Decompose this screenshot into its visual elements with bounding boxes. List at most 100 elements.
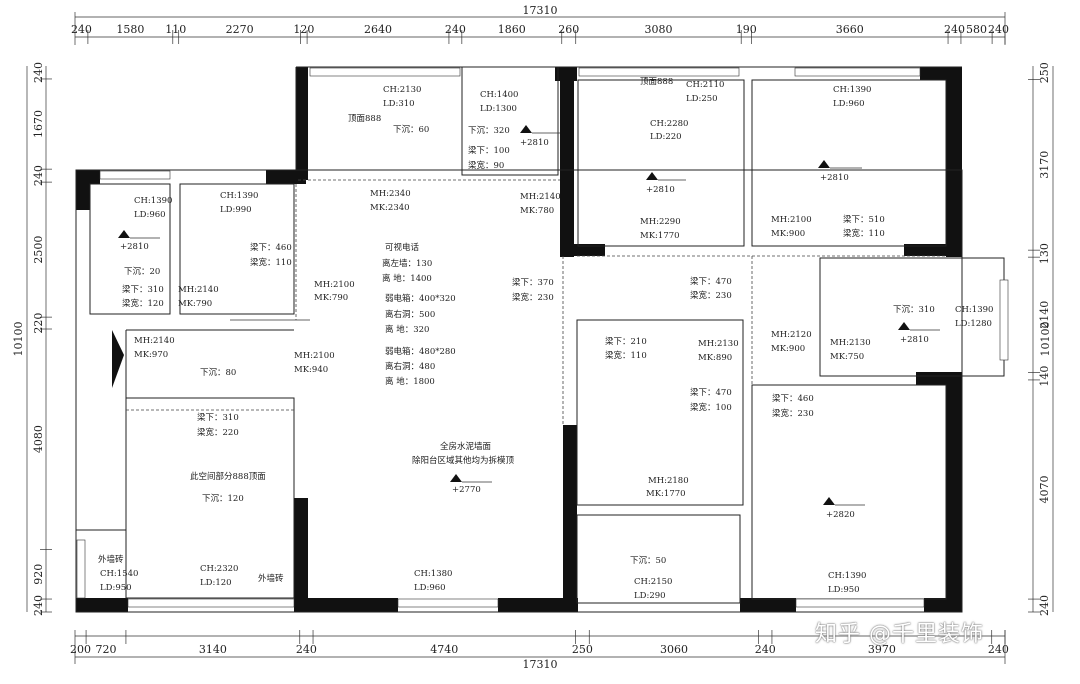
room-corridor-left: MH:2140 MK:970 下沉：80: [134, 336, 236, 378]
label: LD:1300: [480, 104, 517, 114]
label: LD:960: [833, 99, 865, 109]
label: LD:120: [200, 578, 232, 588]
label: MK:750: [830, 352, 864, 362]
watermark: 知乎 @千里装饰: [815, 622, 984, 647]
label: 下沉：80: [200, 368, 236, 378]
room-mid-hall: 梁下：470 梁宽：230: [690, 277, 732, 301]
label: 外墙砖: [98, 554, 124, 565]
label: MK:900: [771, 229, 805, 239]
label: MH:2340: [370, 189, 411, 199]
label: 梁宽：120: [122, 298, 164, 309]
dimension-label: 250: [572, 643, 593, 656]
label: CH:1390: [955, 305, 993, 315]
label: 梁宽：110: [605, 350, 647, 361]
label: MK:890: [698, 353, 732, 363]
label: MK:780: [520, 206, 554, 216]
label: CH:2320: [200, 564, 238, 574]
room-small-bottom: 下沉：50 CH:2150 LD:290: [630, 556, 672, 601]
room-bedroom-nw: CH:2110 LD:250 顶面888 CH:2280 LD:220 +281…: [640, 77, 724, 241]
room-bedroom-se: 梁下：460 梁宽：230 +2820 CH:1390 LD:950: [772, 394, 866, 595]
label: 顶面888: [640, 77, 673, 87]
dimension-label: 2500: [32, 236, 45, 264]
dimension-label: 240: [445, 23, 466, 36]
dimension-label: 3060: [660, 643, 688, 656]
room-bath-right: MH:2120 MK:900 MH:2130 MK:750 下沉：310 +28…: [771, 305, 993, 362]
dimension-label: 250: [1038, 62, 1051, 83]
dimension-label: 240: [71, 23, 92, 36]
label: MH:2100: [314, 280, 355, 290]
label: 梁下：310: [197, 413, 239, 423]
dimension-label: 3170: [1038, 151, 1051, 179]
label: CH:2280: [650, 119, 688, 129]
left-total-dim: 10100: [12, 322, 25, 357]
label: MK:900: [771, 344, 805, 354]
right-total-dim: 10100: [1039, 322, 1052, 357]
label: MH:2140: [134, 336, 175, 346]
dimension-label: 140: [1038, 366, 1051, 387]
dimension-label: 240: [32, 165, 45, 186]
room-small-bath-top: CH:1400 LD:1300 下沉：320 梁下：100 梁宽：90 +281…: [468, 90, 549, 171]
label: LD:220: [650, 132, 682, 142]
room-living: MH:2340 MK:2340 MH:2140 MK:780 MH:2100 M…: [294, 189, 561, 495]
label: 梁下：310: [122, 285, 164, 295]
room-bedroom-ne: CH:1390 LD:960 +2810 MH:2100 MK:900 梁下：5…: [771, 85, 885, 239]
label: 全房水泥墙面: [440, 441, 492, 452]
dimension-label: 2270: [226, 23, 254, 36]
label: 梁宽：90: [468, 160, 504, 171]
label: 此空间部分888顶面: [190, 471, 266, 482]
label: LD:290: [634, 591, 666, 601]
label: 弱电箱：400*320: [385, 293, 456, 304]
label: 下沉：320: [468, 126, 510, 136]
dimension-label: 130: [1038, 243, 1051, 264]
label: MH:2130: [830, 338, 871, 348]
windows: [76, 67, 1009, 608]
label: 离 地：1400: [382, 273, 432, 284]
label: LD:960: [414, 583, 446, 593]
dimension-label: 240: [755, 643, 776, 656]
label: 梁下：470: [690, 277, 732, 287]
label: 梁宽：220: [197, 427, 239, 438]
dimension-label: 240: [1038, 595, 1051, 616]
label: 下沉：50: [630, 556, 666, 566]
label: MK:790: [314, 293, 348, 303]
label: MH:2130: [698, 339, 739, 349]
dimension-label: 240: [296, 643, 317, 656]
label: 梁宽：100: [690, 402, 732, 413]
label: 离左墙：130: [382, 258, 432, 269]
dimension-label: 720: [96, 643, 117, 656]
label: CH:1390: [220, 191, 258, 201]
dimension-label: 110: [165, 23, 186, 36]
room-outer: 外墙砖 CH:1540 LD:950: [98, 554, 138, 593]
dimension-label: 4070: [1038, 476, 1051, 504]
room-left: CH:1390 LD:960 +2810 下沉：20 梁下：310 梁宽：120: [120, 196, 172, 309]
room-bedroom-mid: 梁下：210 梁宽：110 MH:2130 MK:890 梁下：470 梁宽：1…: [605, 337, 739, 499]
dimension-label: 3140: [199, 643, 227, 656]
label: MH:2140: [178, 285, 219, 295]
label: 下沉：310: [893, 305, 935, 315]
label: LD:250: [686, 94, 718, 104]
label: 弱电箱：480*280: [385, 346, 456, 357]
dimension-label: 200: [70, 643, 91, 656]
dimension-label: 3660: [836, 23, 864, 36]
dimension-label: 240: [32, 595, 45, 616]
dimension-label: 580: [966, 23, 987, 36]
label: CH:1540: [100, 569, 138, 579]
label: LD:960: [134, 210, 166, 220]
label: +2810: [520, 138, 549, 148]
label: 离右洞：480: [385, 361, 435, 372]
label: CH:1390: [134, 196, 172, 206]
label: +2770: [452, 485, 481, 495]
label: LD:950: [100, 583, 132, 593]
label: 外墙砖: [258, 573, 284, 584]
dimension-label: 240: [988, 23, 1009, 36]
label: 梁宽：110: [843, 228, 885, 239]
walls: [76, 67, 962, 612]
label: +2810: [120, 242, 149, 252]
top-total-dim: 17310: [523, 4, 558, 17]
label: +2810: [900, 335, 929, 345]
dimension-label: 190: [736, 23, 757, 36]
label: MH:2100: [771, 215, 812, 225]
elevation-markers: [118, 125, 940, 506]
